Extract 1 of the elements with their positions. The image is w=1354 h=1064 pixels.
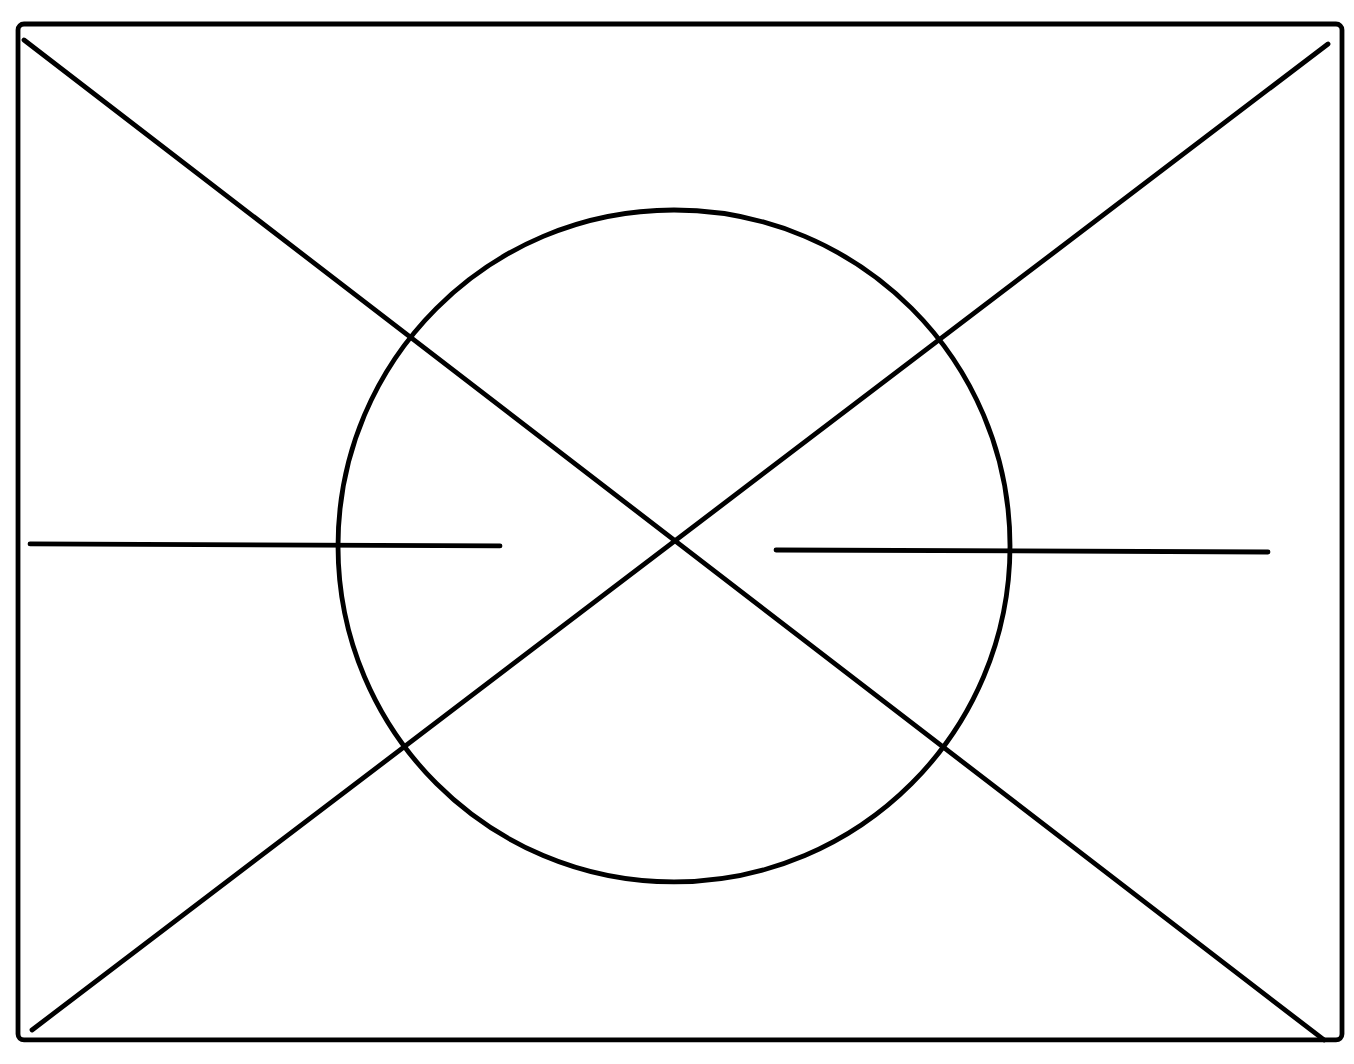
- circle-shape: [335, 207, 1013, 885]
